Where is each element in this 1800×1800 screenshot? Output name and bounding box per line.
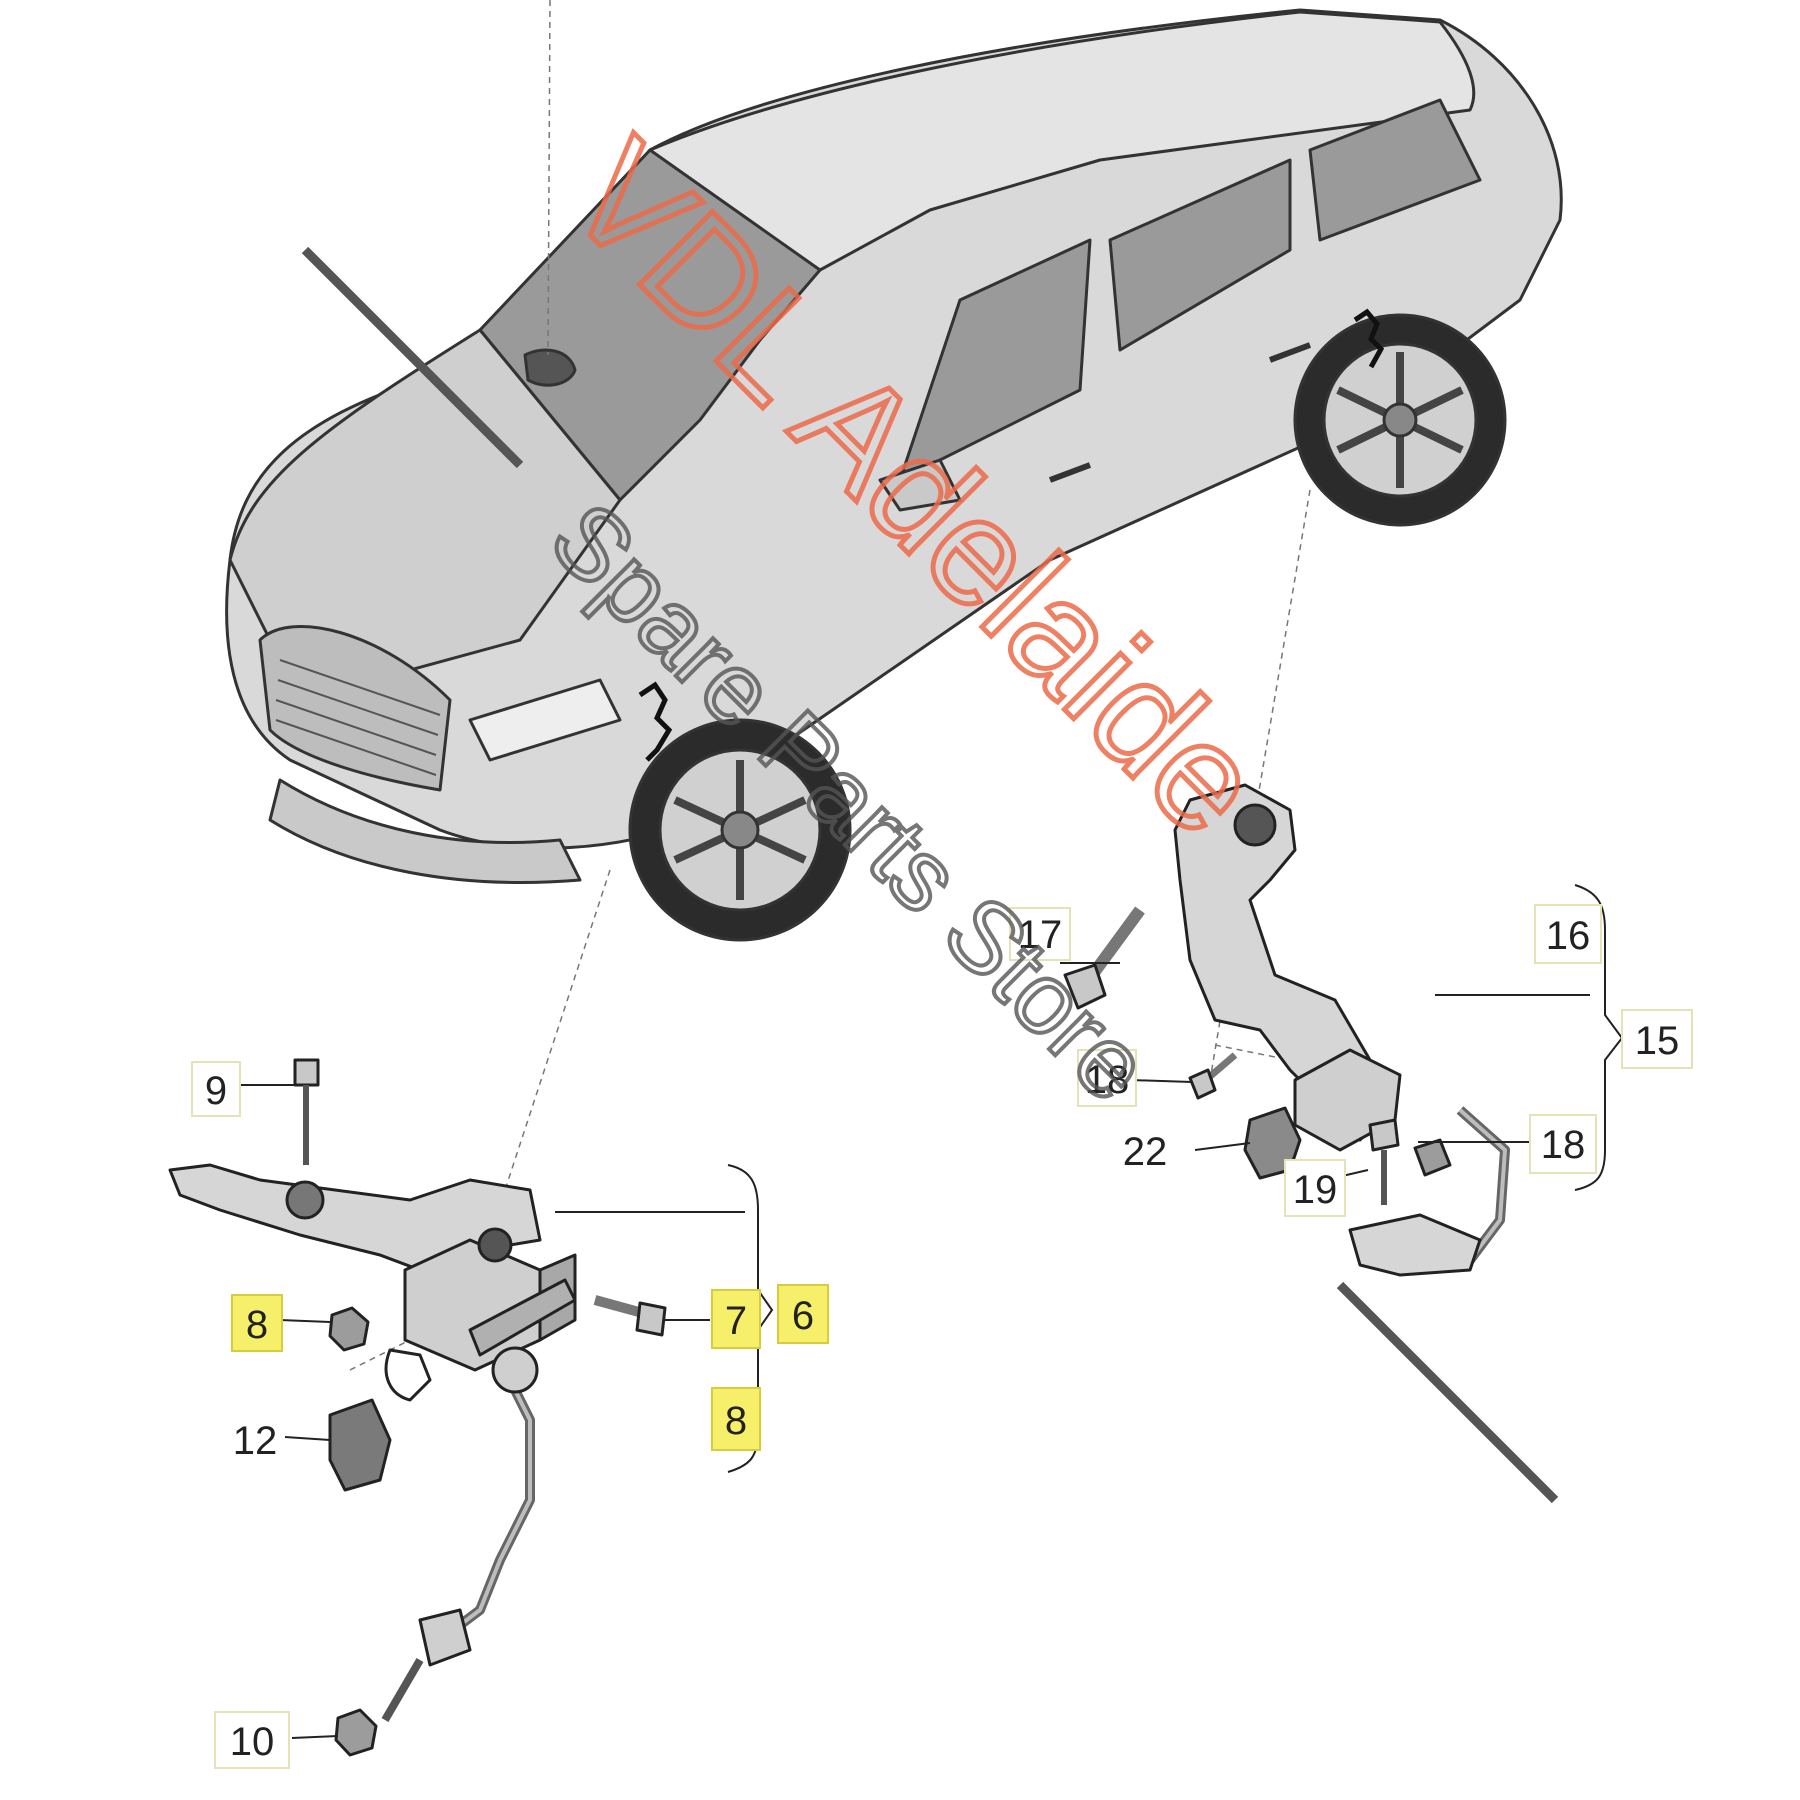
callout-22: 22	[1123, 1130, 1168, 1174]
svg-text:15: 15	[1635, 1019, 1680, 1063]
callout-6: 6	[777, 1284, 829, 1344]
front-level-sensor-assembly	[168, 1058, 667, 1757]
svg-text:12: 12	[233, 1419, 278, 1463]
callout-10: 10	[214, 1711, 290, 1769]
svg-text:8: 8	[246, 1303, 268, 1347]
callout-18-left: 18	[1077, 1049, 1137, 1107]
callout-9: 9	[191, 1061, 241, 1117]
callout-8-right: 8	[711, 1387, 761, 1451]
rear-level-sensor-assembly	[1063, 783, 1510, 1277]
svg-text:16: 16	[1546, 914, 1591, 958]
svg-text:19: 19	[1293, 1168, 1338, 1212]
svg-text:18: 18	[1085, 1058, 1130, 1102]
svg-text:10: 10	[230, 1720, 275, 1764]
watermark-rule-top	[301, 246, 524, 469]
callout-7: 7	[711, 1289, 761, 1349]
svg-text:8: 8	[725, 1399, 747, 1443]
svg-text:9: 9	[205, 1069, 227, 1113]
callout-15: 15	[1621, 1009, 1693, 1069]
svg-text:6: 6	[792, 1294, 814, 1338]
svg-text:7: 7	[725, 1299, 747, 1343]
callout-connectors	[240, 962, 1369, 1739]
callout-labels: 9 8 12 10 7 6 8 17 16	[191, 904, 1693, 1769]
callout-16: 16	[1534, 904, 1602, 964]
watermark-rule-bottom	[1336, 1281, 1559, 1504]
callout-18-right: 18	[1529, 1114, 1597, 1174]
callout-12: 12	[233, 1419, 278, 1463]
svg-text:18: 18	[1541, 1123, 1586, 1167]
callout-8-left: 8	[231, 1294, 283, 1352]
svg-text:17: 17	[1018, 913, 1063, 957]
front-group-bracket	[555, 1164, 774, 1473]
callout-19: 19	[1284, 1159, 1346, 1217]
sensor-location-marks	[638, 308, 1385, 762]
vehicle-illustration	[225, 8, 1563, 942]
svg-text:22: 22	[1123, 1130, 1168, 1174]
callout-17: 17	[1009, 907, 1071, 961]
